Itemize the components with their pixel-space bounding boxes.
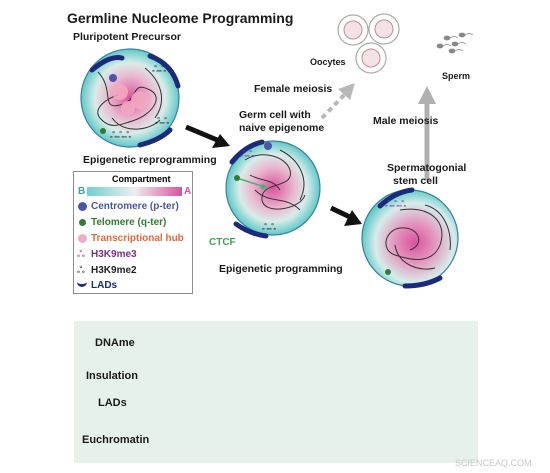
spermatogonial-label-2: stem cell bbox=[393, 175, 438, 187]
germ-cell-label-2: naive epigenome bbox=[239, 122, 325, 134]
female-meiosis-label: Female meiosis bbox=[254, 83, 333, 95]
hub-icon bbox=[78, 234, 87, 243]
reprogramming-arrow bbox=[185, 124, 230, 148]
sperm-cells bbox=[436, 32, 474, 54]
svg-text:ஃஃ: ஃஃ bbox=[240, 149, 254, 159]
svg-text:ஃஃ: ஃஃ bbox=[152, 64, 166, 74]
svg-text:ஃஃஃ: ஃஃஃ bbox=[110, 130, 131, 140]
svg-text:ஃஃ: ஃஃ bbox=[262, 222, 276, 232]
lad-arc bbox=[147, 53, 181, 89]
compartment-gradient-bar bbox=[87, 187, 182, 196]
legend-b-label: B bbox=[78, 186, 86, 197]
lad-arc bbox=[89, 55, 125, 73]
pluripotent-label: Pluripotent Precursor bbox=[73, 31, 181, 43]
male-meiosis-label: Male meiosis bbox=[373, 115, 439, 127]
legend-h3k9me2: H3K9me2 bbox=[91, 265, 137, 276]
programming-label: Epigenetic programming bbox=[219, 263, 343, 275]
track-label-lads: LADs bbox=[98, 397, 127, 409]
spermatogonial-label-1: Spermatogonial bbox=[387, 162, 467, 174]
legend-centromere: Centromere (p-ter) bbox=[91, 201, 179, 212]
centromere-dot bbox=[109, 74, 117, 82]
programming-arrow bbox=[329, 205, 362, 226]
lad-icon bbox=[77, 278, 87, 287]
female-meiosis-arrow bbox=[320, 83, 355, 120]
legend-h3k9me3: H3K9me3 bbox=[91, 249, 137, 260]
legend-hub: Transcriptional hub bbox=[91, 233, 184, 244]
hub-dot bbox=[131, 91, 149, 109]
svg-text:ஃஃ: ஃஃ bbox=[155, 116, 169, 126]
hub-dot bbox=[121, 101, 135, 115]
germ-cell-label-1: Germ cell with bbox=[239, 109, 311, 121]
telomere-dot bbox=[100, 128, 106, 134]
germ-cell: ஃஃ ஃஃ bbox=[225, 139, 321, 239]
legend-telomere: Telomere (q-ter) bbox=[91, 217, 167, 228]
spermatogonial-cell: ஃஃஃ bbox=[361, 187, 459, 289]
watermark: SCIENCEAQ.COM bbox=[455, 458, 532, 468]
reprogramming-label: Epigenetic reprogramming bbox=[83, 154, 217, 166]
track-label-euchromatin: Euchromatin bbox=[82, 434, 150, 446]
centromere-icon bbox=[78, 202, 87, 211]
telomere-icon bbox=[79, 219, 86, 226]
legend-lads: LADs bbox=[91, 280, 118, 291]
lad-arc bbox=[402, 275, 443, 289]
male-meiosis-arrow bbox=[418, 86, 436, 180]
svg-text:ஃஃஃ: ஃஃஃ bbox=[385, 199, 406, 209]
lad-arc bbox=[137, 127, 173, 148]
lad-arc bbox=[229, 139, 265, 165]
sperm-label: Sperm bbox=[442, 71, 471, 81]
figure-title: Germline Nucleome Programming bbox=[67, 10, 294, 26]
legend-title: Compartment bbox=[112, 174, 171, 184]
tracks-panel bbox=[74, 321, 478, 463]
centromere-dot bbox=[264, 142, 272, 150]
oocytes-label: Oocytes bbox=[310, 57, 346, 67]
track-label-insulation: Insulation bbox=[86, 370, 138, 382]
h3k9me3-icon: ஃ bbox=[77, 249, 85, 260]
oocyte-cells bbox=[337, 13, 400, 74]
lad-arc bbox=[233, 221, 269, 239]
ctcf-label: CTCF bbox=[209, 237, 236, 248]
legend: Compartment B A Centromere (p-ter) Telom… bbox=[73, 171, 193, 294]
legend-a-label: A bbox=[184, 186, 192, 197]
pluripotent-cell: ஃஃ ஃஃஃ ஃஃ bbox=[80, 48, 181, 148]
hub-dot bbox=[112, 84, 128, 100]
h3k9me2-icon: ஃ bbox=[77, 265, 85, 276]
lad-arc bbox=[377, 187, 415, 209]
track-label-dname: DNAme bbox=[95, 337, 135, 349]
